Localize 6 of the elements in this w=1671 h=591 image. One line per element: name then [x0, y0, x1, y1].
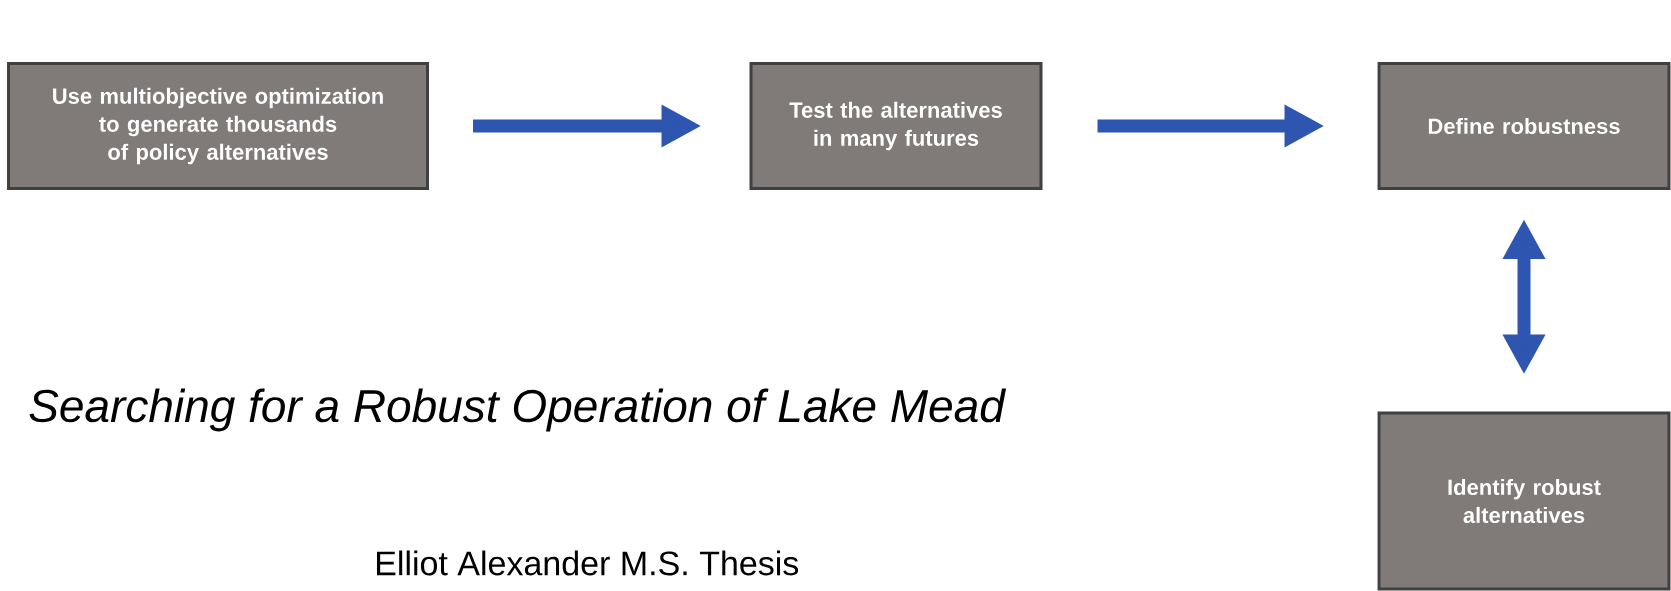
- process-box: Identify robust alternatives: [1377, 411, 1671, 591]
- title: Searching for a Robust Operation of Lake Mead: [29, 388, 1007, 432]
- process-box: Use multiobjective optimization to generate thousands of policy alternatives: [7, 62, 429, 190]
- process-box: Test the alternatives in many futures: [749, 62, 1043, 190]
- process-box: Define robustness: [1377, 62, 1671, 190]
- subtitle: Elliot Alexander M.S. Thesis: [377, 550, 799, 576]
